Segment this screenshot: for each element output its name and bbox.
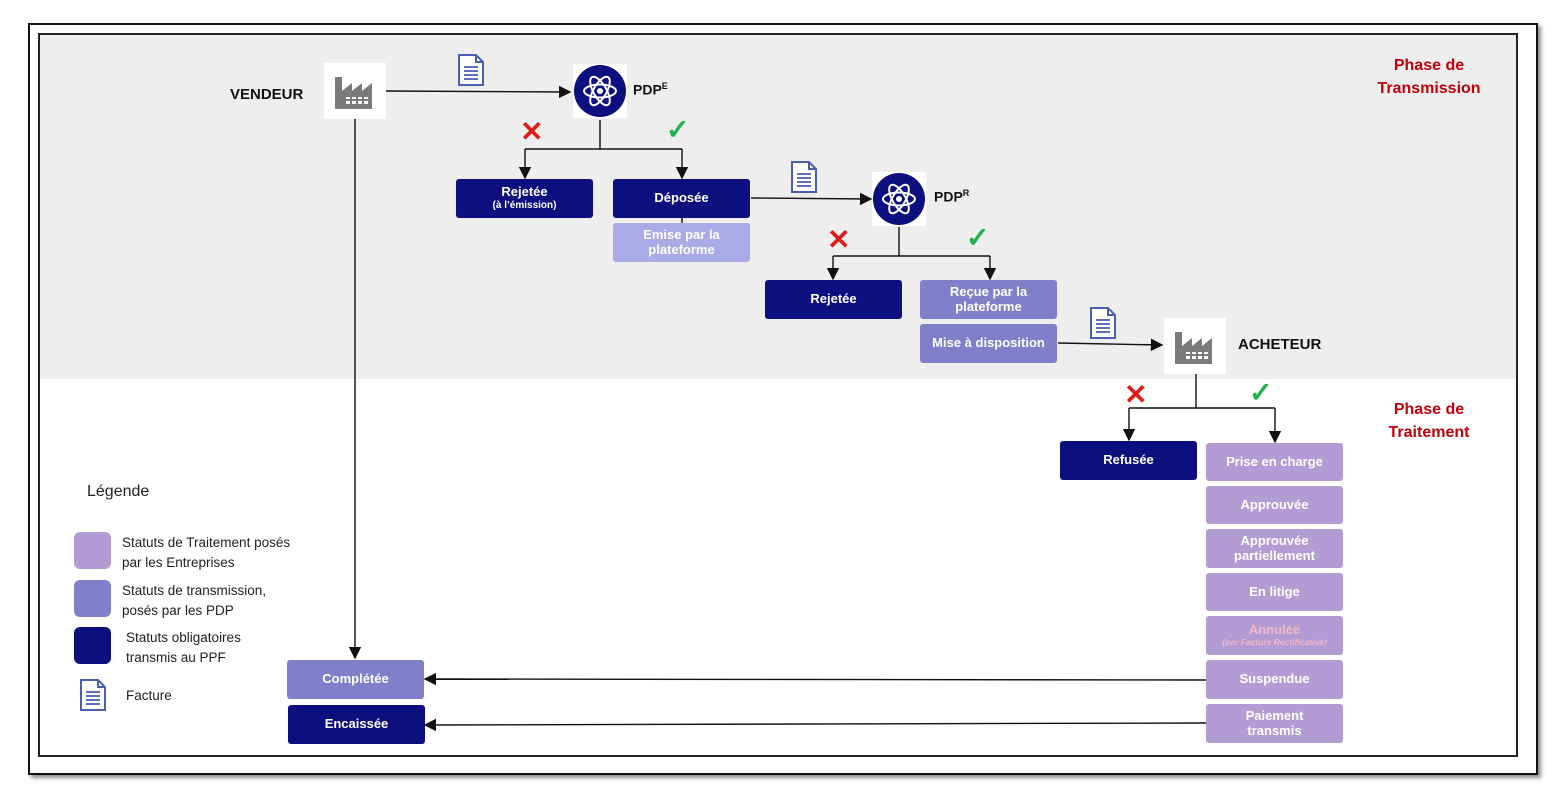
arrow-deposee-pdpr [750, 192, 873, 206]
arrow-suspendue-completee [423, 672, 1207, 686]
cross-icon: ✕ [520, 116, 544, 147]
legend-swatch-traitement [74, 532, 111, 569]
arrow-paiement-encaissee [423, 718, 1207, 732]
pdp-r-label: PDPR [934, 188, 970, 205]
status-approuvee-partiellement: Approuvée partiellement [1206, 529, 1343, 568]
atom-icon [872, 172, 926, 226]
check-icon: ✓ [666, 114, 690, 145]
legend-text-facture: Facture [126, 688, 172, 703]
legend-text-transmission: Statuts de transmission, posés par les P… [122, 583, 267, 618]
pdp-e-label: PDPE [633, 81, 668, 98]
legend-swatch-transmission [74, 580, 111, 617]
status-deposee: Déposée [613, 179, 750, 218]
arrow-vendeur-pdpe [385, 85, 572, 99]
status-encaissee: Encaissée [288, 705, 425, 744]
vendeur-label: VENDEUR [230, 86, 304, 103]
factory-icon [324, 63, 386, 119]
status-recue-plateforme: Reçue par la plateforme [920, 280, 1057, 319]
check-icon: ✓ [1249, 377, 1273, 408]
document-icon [1089, 306, 1117, 340]
cross-icon: ✕ [827, 224, 851, 255]
document-icon [79, 678, 107, 712]
acheteur-label: ACHETEUR [1238, 336, 1322, 353]
status-prise-en-charge: Prise en charge [1206, 443, 1343, 481]
status-emise-plateforme: Emise par la plateforme [613, 223, 750, 262]
atom-icon [573, 64, 627, 118]
phase-traitement-label: Phase de Traitement [1388, 401, 1470, 442]
status-refusee: Refusée [1060, 441, 1197, 480]
status-approuvee: Approuvée [1206, 486, 1343, 524]
legend-title: Légende [87, 483, 150, 500]
arrow-mise-acheteur [1057, 338, 1164, 352]
document-icon [457, 53, 485, 87]
document-icon [790, 160, 818, 194]
cross-icon: ✕ [1124, 379, 1148, 410]
factory-icon [1164, 318, 1226, 374]
status-rejetee-emission: Rejetée (à l’émission) [456, 179, 593, 218]
status-completee: Complétée [287, 660, 424, 699]
status-paiement-transmis: Paiement transmis [1206, 704, 1343, 743]
status-en-litige: En litige [1206, 573, 1343, 611]
legend-text-obligatoires: Statuts obligatoires transmis au PPF [126, 630, 241, 665]
status-annulee: Annulée (par Facture Rectificative) [1206, 616, 1343, 655]
transmission-band [40, 35, 1516, 379]
legend-text-traitement: Statuts de Traitement posés par les Entr… [122, 535, 291, 570]
diagram-frame [38, 33, 1518, 757]
status-mise-disposition: Mise à disposition [920, 324, 1057, 363]
status-rejetee: Rejetée [765, 280, 902, 319]
legend-swatch-obligatoires [74, 627, 111, 664]
phase-transmission-label: Phase de Transmission [1377, 57, 1481, 98]
check-icon: ✓ [966, 222, 990, 253]
status-suspendue: Suspendue [1206, 660, 1343, 699]
